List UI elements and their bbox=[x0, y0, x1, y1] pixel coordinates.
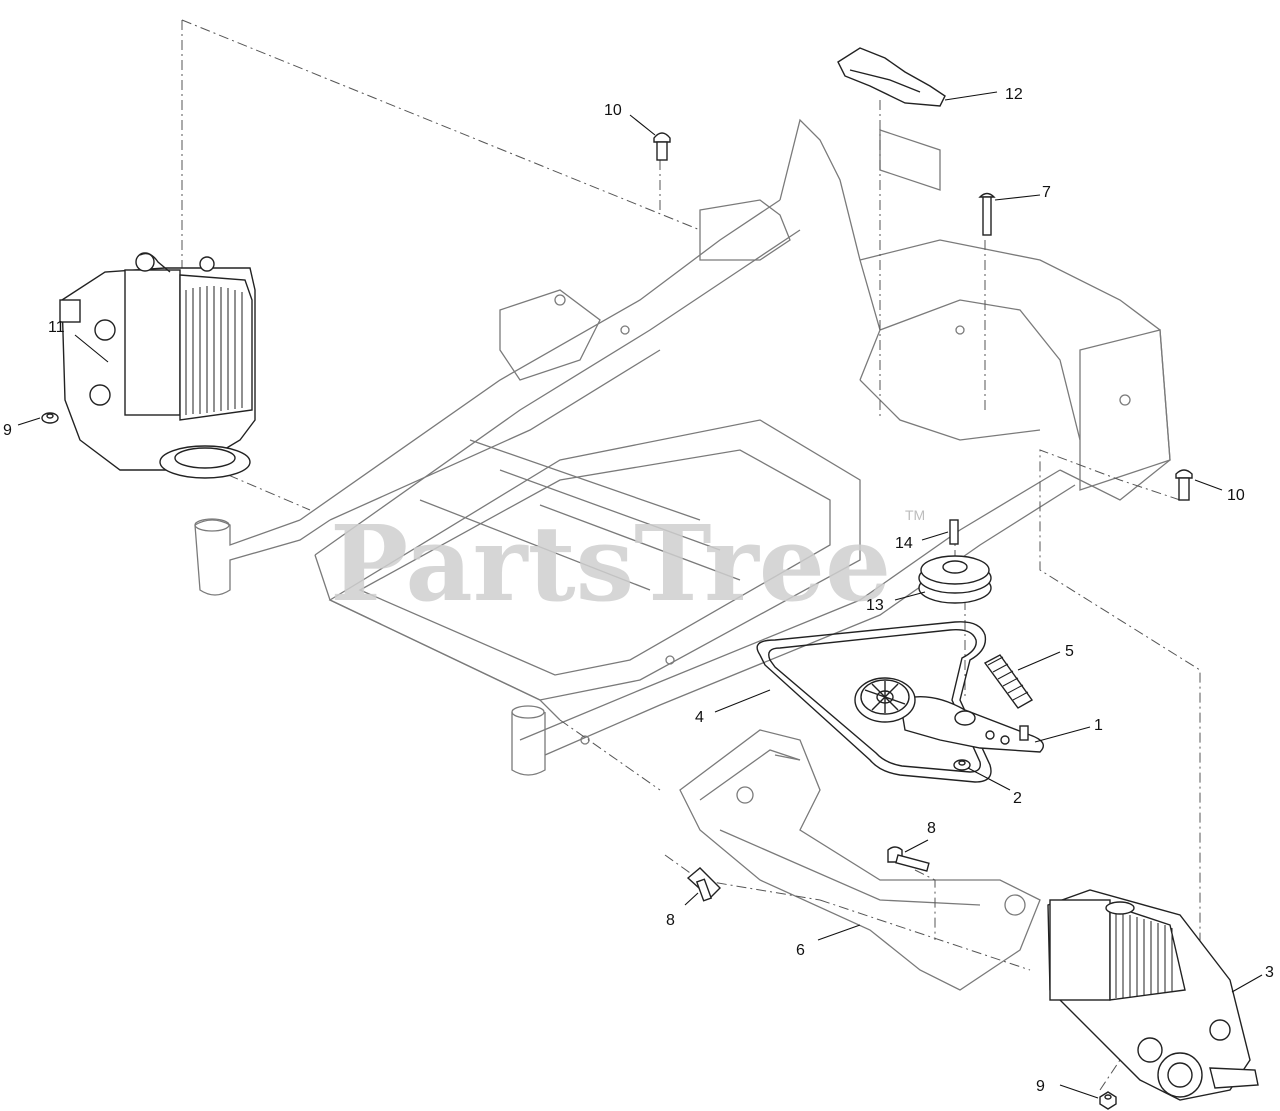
spring-part-5 bbox=[983, 654, 1034, 709]
callout-9-left: 9 bbox=[3, 422, 12, 439]
nut-part-9-left bbox=[41, 412, 59, 424]
cooling-fins-left bbox=[185, 286, 243, 415]
callout-8-lower: 8 bbox=[666, 912, 675, 929]
bolt-part-10-top bbox=[653, 132, 671, 161]
watermark-text: PartsTree bbox=[330, 502, 891, 625]
callout-13: 13 bbox=[866, 597, 884, 614]
transmission-part-11 bbox=[59, 252, 256, 479]
callout-14: 14 bbox=[895, 535, 913, 552]
cooling-fins-right bbox=[1115, 912, 1173, 998]
shield-part-12 bbox=[837, 47, 946, 107]
transmission-part-3 bbox=[1047, 889, 1259, 1101]
idler-arm-part-1 bbox=[854, 677, 1044, 753]
callout-1: 1 bbox=[1094, 717, 1103, 734]
callouts: 1 2 3 4 5 6 7 8 8 9 9 10 10 11 12 13 14 bbox=[3, 86, 1274, 1095]
bolt-part-10-right bbox=[1175, 469, 1193, 501]
leader-lines bbox=[17, 91, 1263, 1099]
bolt-part-7 bbox=[978, 192, 996, 236]
callout-8-upper: 8 bbox=[927, 820, 936, 837]
pulley-part-13 bbox=[918, 555, 992, 604]
nut-part-9-right bbox=[1099, 1091, 1117, 1110]
callout-7: 7 bbox=[1042, 184, 1051, 201]
callout-11: 11 bbox=[48, 319, 65, 336]
callout-5: 5 bbox=[1065, 643, 1074, 660]
washer-part-2 bbox=[953, 759, 971, 771]
callout-4: 4 bbox=[695, 709, 704, 726]
bolt-part-8-left bbox=[686, 867, 721, 902]
callout-2: 2 bbox=[1013, 790, 1022, 807]
watermark-trademark: TM bbox=[905, 507, 925, 523]
callout-10-top: 10 bbox=[604, 102, 622, 119]
mower-frame bbox=[194, 118, 1171, 776]
callout-12: 12 bbox=[1005, 86, 1023, 103]
belt-part-4 bbox=[756, 621, 992, 783]
pin-part-14 bbox=[949, 519, 959, 545]
callout-6: 6 bbox=[796, 942, 805, 959]
rear-bracket-part-6 bbox=[679, 729, 1041, 991]
bolt-part-8-right bbox=[887, 846, 930, 872]
callout-3: 3 bbox=[1265, 964, 1274, 981]
callout-10-right: 10 bbox=[1227, 487, 1245, 504]
callout-9-right: 9 bbox=[1036, 1078, 1045, 1095]
